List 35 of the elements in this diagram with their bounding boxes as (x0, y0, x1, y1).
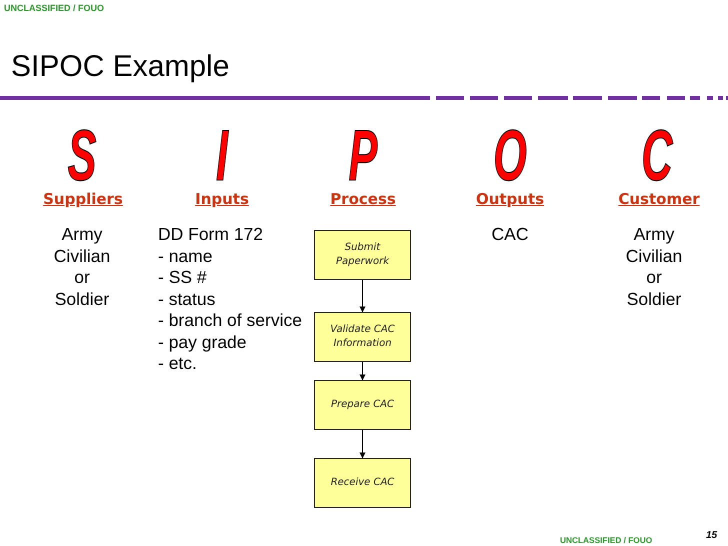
input-item: - SS # (158, 267, 207, 288)
process-label: Prepare CAC (330, 398, 394, 412)
classification-label: UNCLASSIFIED / FOUO (4, 4, 104, 13)
sipoc-letter: I (216, 120, 228, 192)
arrow (360, 362, 366, 380)
process-label: Validate CAC Information (329, 323, 396, 351)
process-box (314, 312, 411, 362)
input-item: - etc. (158, 353, 197, 374)
arrow (360, 280, 366, 312)
process-box (314, 230, 411, 280)
column-heading: Process (330, 190, 396, 208)
sipoc-letter: P (348, 120, 378, 192)
output-text: CAC (492, 224, 528, 246)
slide-title: SIPOC Example (11, 52, 230, 82)
input-item: - pay grade (158, 332, 247, 353)
process-box (314, 380, 411, 430)
arrow (360, 430, 366, 458)
supplier-text: Army Civilian or Soldier (52, 224, 112, 310)
sipoc-letter: O (493, 120, 527, 192)
classification-label: UNCLASSIFIED / FOUO (560, 536, 652, 544)
process-label: Submit Paperwork (335, 241, 390, 269)
input-item: - name (158, 246, 212, 267)
sipoc-letter: C (641, 120, 673, 192)
input-item: DD Form 172 (158, 224, 264, 246)
input-item: - branch of service (158, 310, 302, 332)
sipoc-letter: S (68, 120, 96, 192)
customer-text: Army Civilian or Soldier (624, 224, 684, 310)
column-heading: Inputs (195, 190, 249, 208)
process-label: Receive CAC (330, 476, 394, 490)
column-heading: Suppliers (43, 190, 123, 208)
column-heading: Outputs (476, 190, 544, 208)
input-item: - status (158, 288, 216, 310)
column-heading: Customer (618, 190, 700, 208)
process-box (314, 458, 411, 508)
page-number: 15 (706, 531, 718, 541)
